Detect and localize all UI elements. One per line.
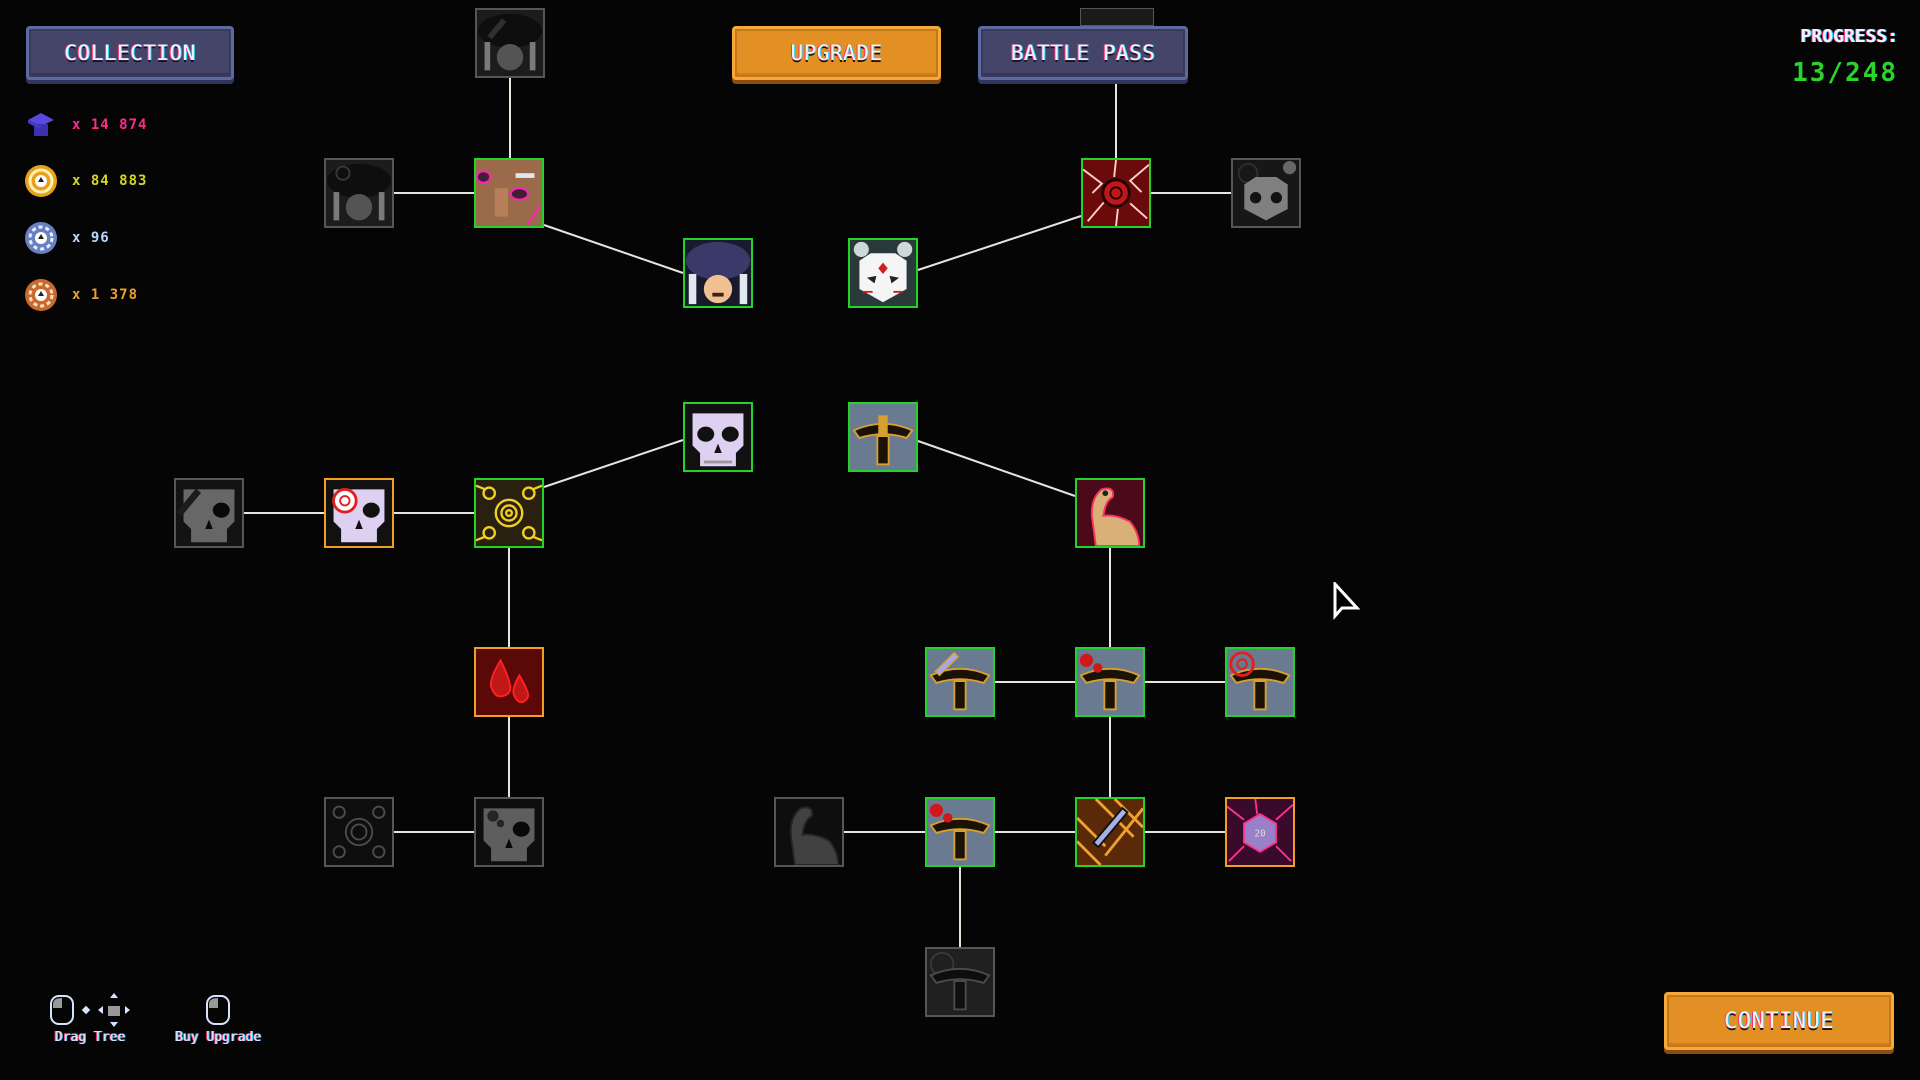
- helmet-target-icon: [1227, 649, 1293, 715]
- svg-text:20: 20: [1254, 829, 1266, 840]
- currency-orange-chips: x 1 378: [22, 276, 138, 314]
- node-fire-sword[interactable]: [1075, 797, 1145, 867]
- node-kitsune-dark[interactable]: [1231, 158, 1301, 228]
- hint-buy-upgrade: Buy Upgrade: [158, 990, 278, 1045]
- currency-gems: x 14 874: [22, 106, 147, 144]
- helmet-sword-icon: [927, 649, 993, 715]
- currency-orange-chips-value: x 1 378: [72, 287, 139, 303]
- progress-value: 13/248: [1792, 58, 1898, 88]
- kitsune-dark-icon: [1233, 160, 1299, 226]
- node-helmet-sword[interactable]: [925, 647, 995, 717]
- currency-blue-chips: x 96: [22, 219, 110, 257]
- blood-drops-icon: [476, 649, 542, 715]
- rune-dark-icon: [326, 799, 392, 865]
- gem-icon: [22, 106, 60, 144]
- muscle-icon: [1077, 480, 1143, 546]
- hint-drag-tree-label: Drag Tree: [54, 1030, 126, 1045]
- node-blood-drops[interactable]: [474, 647, 544, 717]
- upgrade-label: UPGRADE: [790, 41, 883, 65]
- node-helmet-plain[interactable]: [848, 402, 918, 472]
- node-helmet-target[interactable]: [1225, 647, 1295, 717]
- helmet-dark-icon: [927, 949, 993, 1015]
- collection-button[interactable]: COLLECTION: [26, 26, 234, 80]
- kitsune-mask-icon: [850, 240, 916, 306]
- skull-dark-icon: [476, 799, 542, 865]
- fire-sword-icon: [1077, 799, 1143, 865]
- offscreen-node-peek[interactable]: [1080, 8, 1154, 26]
- node-helmet-dark[interactable]: [925, 947, 995, 1017]
- witch-hat-icon: [685, 240, 751, 306]
- mouse-left-icon: [206, 995, 230, 1025]
- node-skull-target[interactable]: [324, 478, 394, 548]
- battle-pass-label: BATTLE PASS: [1010, 41, 1156, 65]
- node-d20-dice[interactable]: 20: [1225, 797, 1295, 867]
- skull-target-icon: [326, 480, 392, 546]
- helmet-icon: [850, 404, 916, 470]
- red-lightning-icon: [1083, 160, 1149, 226]
- node-muscle[interactable]: [1075, 478, 1145, 548]
- node-witch-rune[interactable]: [324, 158, 394, 228]
- node-rune-dark[interactable]: [324, 797, 394, 867]
- node-muscle-dark[interactable]: [774, 797, 844, 867]
- gold-chip-icon: [22, 162, 60, 200]
- orange-chip-icon: [22, 276, 60, 314]
- d20-dice-icon: 20: [1227, 799, 1293, 865]
- plus-dot-icon: [81, 1005, 91, 1015]
- mouse-left-icon: [50, 995, 74, 1025]
- node-helmet-blood-2[interactable]: [925, 797, 995, 867]
- helmet-blood-icon: [1077, 649, 1143, 715]
- yellow-rune-icon: [476, 480, 542, 546]
- mouse-cursor-icon: [1333, 582, 1360, 620]
- currency-gold-chips: x 84 883: [22, 162, 147, 200]
- currency-gold-chips-value: x 84 883: [72, 173, 148, 189]
- currency-blue-chips-value: x 96: [72, 230, 110, 246]
- hint-drag-tree: Drag Tree: [30, 990, 150, 1045]
- skull-sword-icon: [176, 480, 242, 546]
- progress-label: PROGRESS:: [1800, 26, 1898, 47]
- node-witch-face[interactable]: [474, 158, 544, 228]
- witch-rune-icon: [326, 160, 392, 226]
- muscle-dark-icon: [776, 799, 842, 865]
- hint-buy-upgrade-label: Buy Upgrade: [174, 1030, 262, 1045]
- node-witch-sword[interactable]: [475, 8, 545, 78]
- currency-gems-value: x 14 874: [72, 117, 148, 133]
- node-yellow-rune[interactable]: [474, 478, 544, 548]
- node-skull-sword[interactable]: [174, 478, 244, 548]
- node-skull-dark[interactable]: [474, 797, 544, 867]
- blue-chip-icon: [22, 219, 60, 257]
- upgrade-tab-button[interactable]: UPGRADE: [732, 26, 941, 80]
- node-skull-plain[interactable]: [683, 402, 753, 472]
- battle-pass-button[interactable]: BATTLE PASS: [978, 26, 1188, 80]
- witch-sword-icon: [477, 10, 543, 76]
- move-arrows-icon: [98, 993, 130, 1027]
- node-helmet-blood[interactable]: [1075, 647, 1145, 717]
- continue-label: CONTINUE: [1724, 1008, 1834, 1034]
- node-red-lightning[interactable]: [1081, 158, 1151, 228]
- node-kitsune-mask[interactable]: [848, 238, 918, 308]
- continue-button[interactable]: CONTINUE: [1664, 992, 1894, 1050]
- node-witch-hat[interactable]: [683, 238, 753, 308]
- witch-face-icon: [476, 160, 542, 226]
- helmet-blood-icon: [927, 799, 993, 865]
- skull-icon: [685, 404, 751, 470]
- collection-label: COLLECTION: [64, 41, 196, 65]
